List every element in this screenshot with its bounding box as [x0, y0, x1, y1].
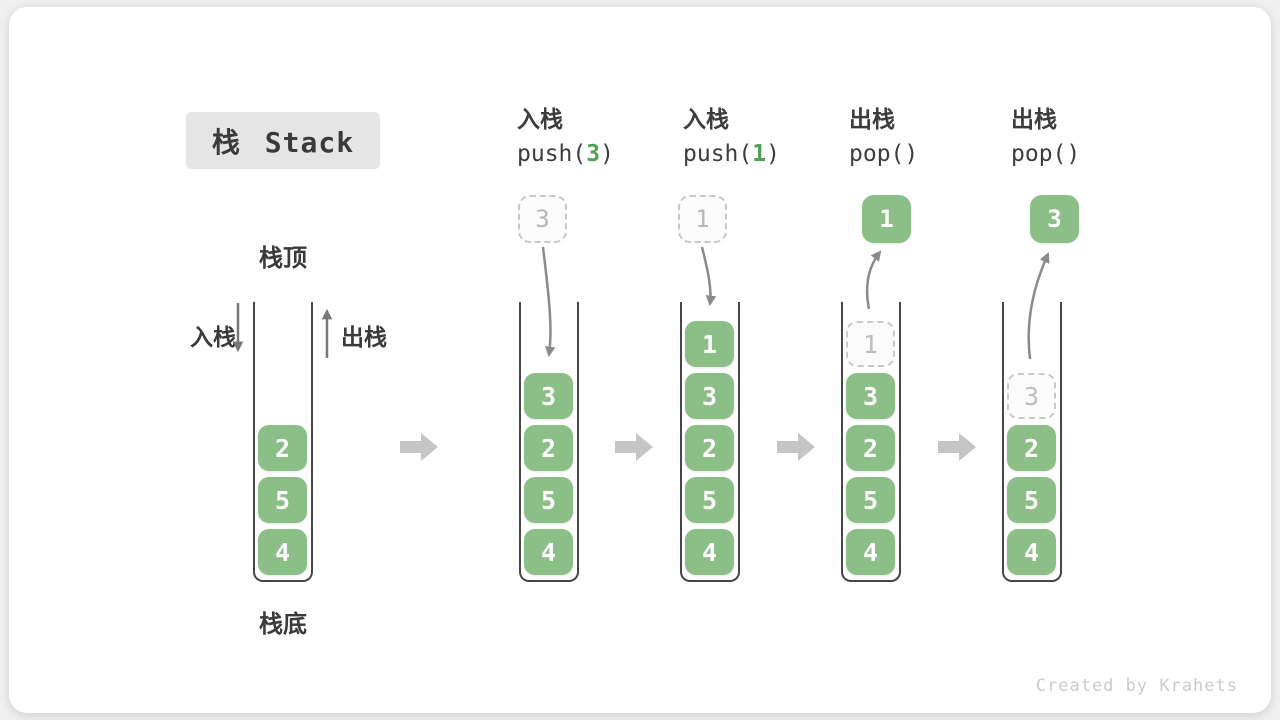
code-post: ): [600, 141, 614, 167]
op-code: pop(): [1011, 141, 1171, 167]
stack-cell: 2: [524, 425, 573, 471]
op-name: 出栈: [849, 106, 895, 132]
code-post: ): [1066, 141, 1081, 167]
stack-cell: 4: [1007, 529, 1056, 575]
op-code: pop(): [849, 141, 1009, 167]
push-side-label: 入栈: [190, 324, 236, 350]
stack-cell: 1: [685, 321, 734, 367]
stack-cell-ghost: 1: [846, 321, 895, 367]
stack-after-pop-second: 3 2 5 4: [1002, 302, 1062, 582]
stack-after-push-3: 3 2 5 4: [519, 302, 579, 582]
code-post: ): [904, 141, 919, 167]
stack-bottom-label: 栈底: [259, 611, 307, 638]
stack-cell: 4: [685, 529, 734, 575]
page-title: 栈 Stack: [211, 125, 355, 159]
stack-after-pop-first: 1 3 2 5 4: [841, 302, 901, 582]
code-pre: pop(: [849, 141, 905, 167]
stack-cell: 5: [524, 477, 573, 523]
floating-value-push-1: 1: [678, 195, 727, 243]
stack-cell-ghost: 3: [1007, 373, 1056, 419]
floating-value-push-3: 3: [518, 195, 567, 243]
stack-cell: 5: [258, 477, 307, 523]
op-code: push(1): [683, 141, 843, 167]
stack-cell: 5: [685, 477, 734, 523]
stack-after-push-1: 1 3 2 5 4: [680, 302, 740, 582]
code-arg: 3: [586, 141, 601, 167]
stack-cell: 4: [524, 529, 573, 575]
pop-side-label: 出栈: [341, 324, 387, 350]
stack-cell: 2: [685, 425, 734, 471]
code-post: ): [766, 141, 780, 167]
stack-cell: 5: [846, 477, 895, 523]
op-name: 入栈: [517, 106, 563, 132]
code-arg: 1: [752, 141, 767, 167]
stack-cell: 2: [846, 425, 895, 471]
stack-cell: 3: [524, 373, 573, 419]
code-pre: push(: [683, 141, 753, 167]
code-pre: pop(: [1011, 141, 1067, 167]
title-badge: 栈 Stack: [186, 112, 380, 169]
op-code: push(3): [517, 141, 677, 167]
stack-initial: 2 5 4: [253, 302, 313, 582]
stack-cell: 2: [1007, 425, 1056, 471]
stack-top-label: 栈顶: [259, 245, 307, 272]
op-header-push-3: 入栈 push(3): [517, 106, 677, 167]
op-header-push-1: 入栈 push(1): [683, 106, 843, 167]
stack-cell: 2: [258, 425, 307, 471]
stack-cell: 4: [846, 529, 895, 575]
popped-value-first: 1: [862, 195, 911, 243]
stack-cell: 3: [846, 373, 895, 419]
popped-value-second: 3: [1030, 195, 1079, 243]
op-name: 出栈: [1011, 106, 1057, 132]
op-header-pop-first: 出栈 pop(): [849, 106, 1009, 167]
stack-cell: 4: [258, 529, 307, 575]
watermark: Created by Krahets: [1035, 676, 1238, 696]
op-header-pop-second: 出栈 pop(): [1011, 106, 1171, 167]
code-pre: push(: [517, 141, 587, 167]
stack-cell: 5: [1007, 477, 1056, 523]
op-name: 入栈: [683, 106, 729, 132]
stack-cell: 3: [685, 373, 734, 419]
